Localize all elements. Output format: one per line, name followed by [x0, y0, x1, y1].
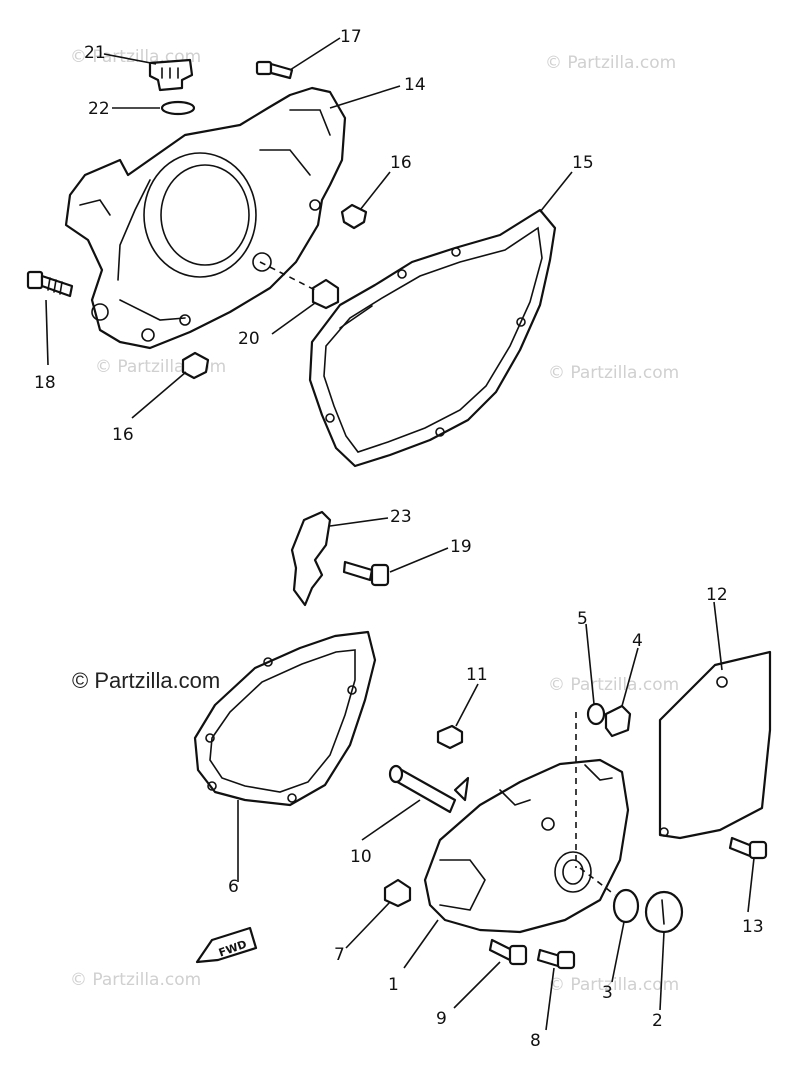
callout-4: 4	[632, 631, 643, 651]
watermark: © Partzilla.com	[548, 675, 679, 695]
callout-16a: 16	[390, 153, 412, 173]
leader-lines	[45, 37, 755, 1031]
bolt-11	[436, 724, 464, 750]
callout-20: 20	[238, 329, 260, 349]
bolt-13	[728, 836, 768, 860]
bolt-19	[342, 560, 390, 587]
callout-9: 9	[436, 1009, 447, 1029]
dowel-16a	[340, 203, 368, 230]
watermark: © Partzilla.com	[548, 363, 679, 383]
bolt-18	[26, 270, 74, 298]
clamp-23	[290, 510, 332, 607]
callout-5: 5	[577, 609, 588, 629]
o-ring-5	[586, 702, 606, 726]
watermark: © Partzilla.com	[70, 970, 201, 990]
callout-3: 3	[602, 983, 613, 1003]
callout-1: 1	[388, 975, 399, 995]
callout-23: 23	[390, 507, 412, 527]
bolt-17	[255, 60, 294, 80]
callout-10: 10	[350, 847, 372, 867]
callout-21: 21	[84, 43, 106, 63]
bolt-8	[536, 948, 576, 970]
gasket-15	[308, 208, 557, 468]
callout-8: 8	[530, 1031, 541, 1051]
callout-18: 18	[34, 373, 56, 393]
crankcase-cover-14	[64, 86, 347, 350]
callout-12: 12	[706, 585, 728, 605]
watermark: © Partzilla.com	[545, 53, 676, 73]
watermark: © Partzilla.com	[548, 975, 679, 995]
seal-20	[311, 278, 340, 310]
watermark-main: © Partzilla.com	[72, 668, 220, 693]
dowel-16b	[181, 351, 210, 380]
o-ring-3	[612, 888, 640, 924]
watermarks: © Partzilla.com © Partzilla.com © Partzi…	[70, 47, 679, 995]
callout-6: 6	[228, 877, 239, 897]
filler-cap-21	[148, 58, 194, 92]
cover-plate-12	[658, 650, 772, 840]
bolt-9	[488, 938, 528, 966]
main-cover-1	[423, 758, 630, 934]
plug-4	[604, 704, 632, 738]
callout-11: 11	[466, 665, 488, 685]
callouts: 21 22 17 14 16 15 18 20 16 23 19 5 4 12 …	[34, 27, 764, 1051]
callout-7: 7	[334, 945, 345, 965]
callout-16b: 16	[112, 425, 134, 445]
shaft-10	[388, 764, 470, 814]
dowel-7	[383, 878, 412, 908]
o-ring-22	[160, 100, 196, 116]
callout-2: 2	[652, 1011, 663, 1031]
fwd-arrow-icon: FWD	[195, 926, 258, 964]
callout-22: 22	[88, 99, 110, 119]
callout-19: 19	[450, 537, 472, 557]
callout-17: 17	[340, 27, 362, 47]
cap-2	[644, 890, 684, 934]
callout-14: 14	[404, 75, 426, 95]
gasket-6	[193, 630, 377, 807]
callout-15: 15	[572, 153, 594, 173]
callout-13: 13	[742, 917, 764, 937]
